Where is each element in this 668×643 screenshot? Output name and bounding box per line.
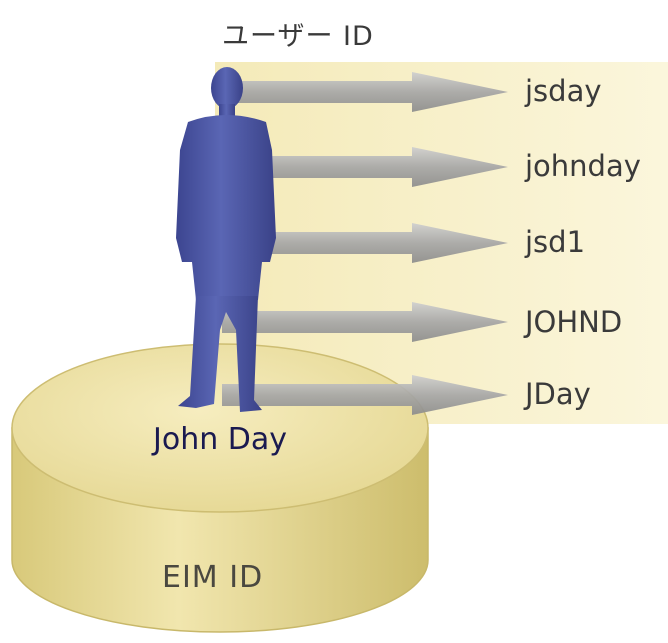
person-icon bbox=[176, 67, 276, 412]
user-id-header: ユーザー ID bbox=[222, 21, 374, 52]
mapping-arrow bbox=[222, 147, 508, 187]
eim-id-label: EIM ID bbox=[162, 560, 264, 595]
mapping-arrow bbox=[222, 302, 508, 342]
mapping-arrow bbox=[222, 223, 508, 263]
user-id-label: JDay bbox=[525, 377, 591, 411]
arrow-group bbox=[222, 72, 508, 415]
user-id-label: jsday bbox=[525, 74, 602, 108]
person-name: John Day bbox=[153, 422, 288, 457]
mapping-arrow bbox=[222, 375, 508, 415]
user-id-label: JOHND bbox=[525, 305, 623, 339]
mapping-arrow bbox=[222, 72, 508, 112]
user-id-label: johnday bbox=[525, 149, 641, 183]
user-id-label: jsd1 bbox=[525, 225, 586, 259]
